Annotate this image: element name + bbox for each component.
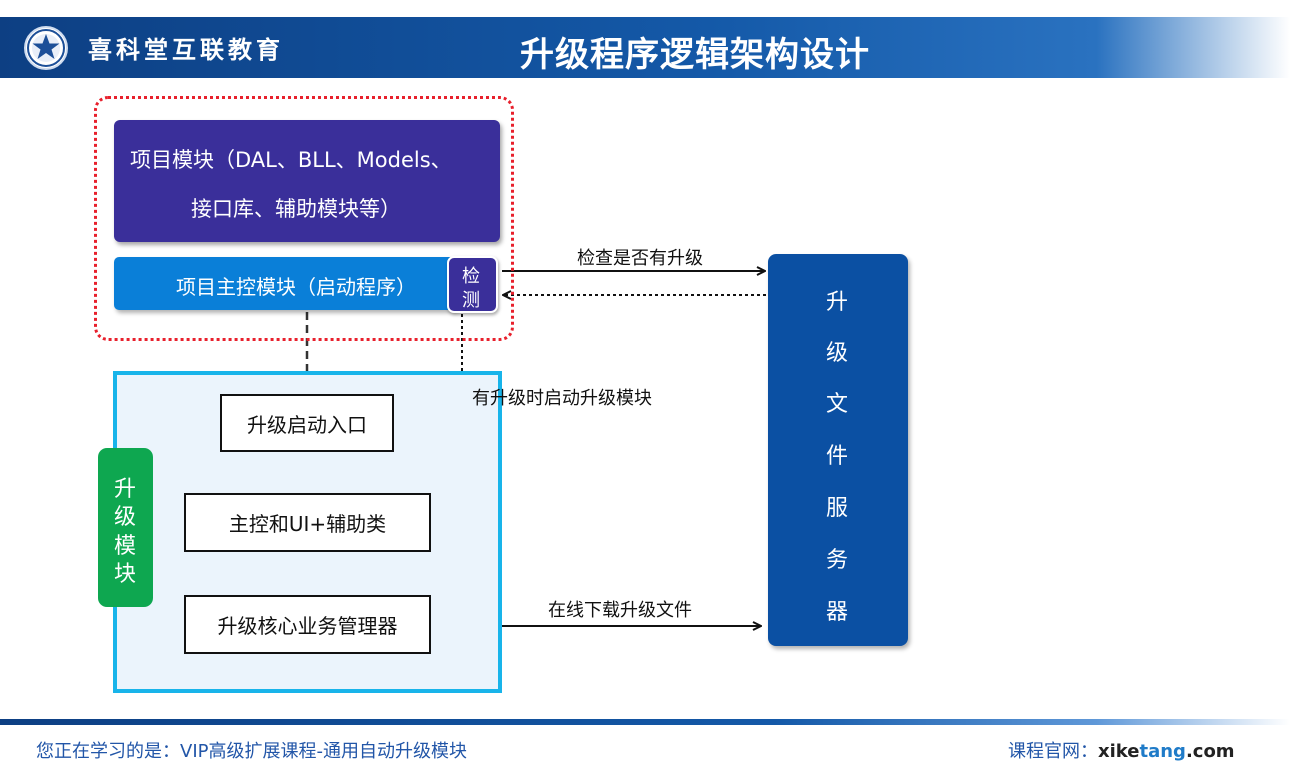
- website-domain-part1[interactable]: xike: [1098, 741, 1140, 762]
- launch-upgrade-label: 有升级时启动升级模块: [472, 388, 652, 409]
- website-info: 课程官网：xiketang.com: [1008, 737, 1235, 763]
- upgrade-file-server-box: 升 级 文 件 服 务 器: [768, 254, 908, 646]
- core-manager-box: 升级核心业务管理器: [184, 595, 431, 654]
- website-prefix: 课程官网：: [1008, 741, 1098, 762]
- project-module-box: 项目模块（DAL、BLL、Models、 接口库、辅助模块等）: [114, 120, 500, 242]
- server-char-2: 级: [826, 341, 849, 366]
- main-control-label: 项目主控模块（启动程序）: [176, 275, 416, 299]
- tag-char-3: 模: [114, 534, 137, 559]
- website-domain-part2[interactable]: tang: [1139, 741, 1186, 762]
- tag-char-4: 块: [114, 562, 137, 587]
- server-char-4: 件: [826, 444, 849, 469]
- server-char-1: 升: [826, 290, 849, 315]
- server-char-6: 务: [826, 548, 849, 573]
- upgrade-entry-box: 升级启动入口: [220, 394, 394, 452]
- check-upgrade-label: 检查是否有升级: [577, 248, 703, 269]
- page-title: 升级程序逻辑架构设计: [520, 35, 870, 75]
- server-char-7: 器: [826, 600, 849, 625]
- brand-name: 喜科堂互联教育: [88, 35, 284, 64]
- footer-bar: [0, 719, 1290, 725]
- server-char-3: 文: [826, 392, 849, 417]
- server-char-5: 服: [826, 496, 849, 521]
- project-module-line2: 接口库、辅助模块等）: [191, 197, 401, 221]
- project-module-line1: 项目模块（DAL、BLL、Models、: [130, 148, 452, 172]
- detect-box: 检 测: [447, 256, 498, 313]
- tag-char-1: 升: [114, 477, 137, 502]
- core-manager-label: 升级核心业务管理器: [217, 614, 398, 638]
- main-ui-box: 主控和UI+辅助类: [184, 493, 431, 552]
- upgrade-entry-label: 升级启动入口: [247, 412, 367, 437]
- detect-char-2: 测: [462, 290, 480, 311]
- course-info: 您正在学习的是：VIP高级扩展课程-通用自动升级模块: [36, 741, 467, 762]
- main-control-box: 项目主控模块（启动程序）: [114, 257, 459, 310]
- header-bar: [0, 17, 1290, 78]
- upgrade-module-tag: 升 级 模 块: [98, 448, 153, 607]
- download-label: 在线下载升级文件: [548, 600, 692, 621]
- star-logo-icon: [24, 26, 68, 70]
- project-group-frame: [94, 96, 514, 341]
- website-domain-part3[interactable]: .com: [1185, 741, 1235, 762]
- main-ui-label: 主控和UI+辅助类: [228, 512, 387, 536]
- tag-char-2: 级: [114, 505, 137, 530]
- detect-char-1: 检: [462, 266, 480, 287]
